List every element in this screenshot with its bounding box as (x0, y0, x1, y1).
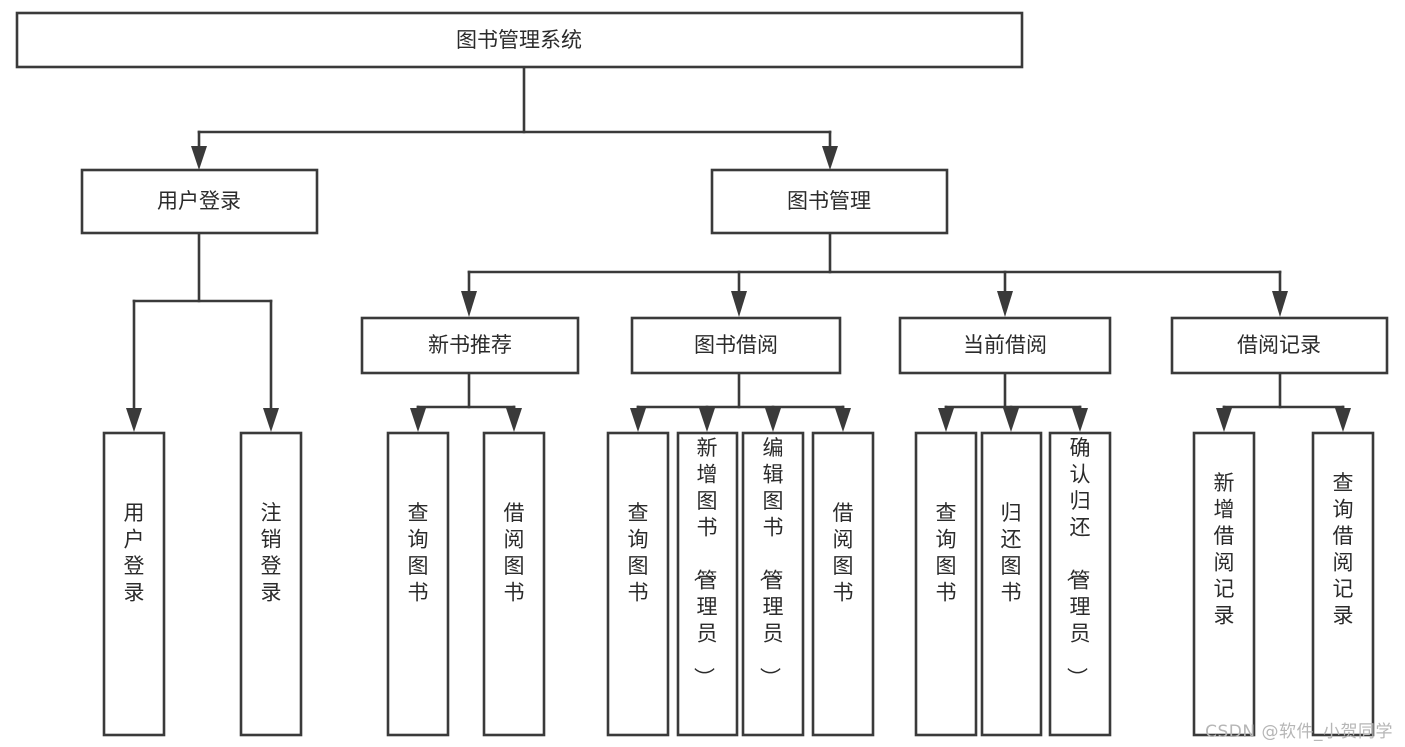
arrowhead-book-manage (822, 146, 838, 170)
node-borrow-record-box[interactable] (1170, 316, 1389, 375)
arrowhead-leaf-query-book-2 (630, 408, 646, 432)
arrowhead-current-borrow (997, 291, 1013, 317)
arrowhead-leaf-borrow-book-1 (506, 408, 522, 432)
arrowhead-leaf-edit-book (765, 408, 781, 432)
node-leaf-query-record-box[interactable] (1311, 431, 1375, 737)
node-user-login-label: 用户登录 (157, 189, 241, 213)
node-leaf-borrow-book-1-label: 借阅图书 (504, 501, 525, 605)
node-leaf-borrow-book-2-box[interactable] (811, 431, 875, 737)
node-leaf-logout-login-box[interactable] (239, 431, 303, 737)
arrowhead-user-login (191, 146, 207, 170)
node-leaf-return-book-box[interactable] (980, 431, 1043, 737)
node-leaf-edit-book[interactable]: 编辑图书（管理员） (741, 431, 805, 737)
node-leaf-add-record-box[interactable] (1192, 431, 1256, 737)
arrowhead-leaf-add-record (1216, 408, 1232, 432)
node-leaf-query-book-3-label: 查询图书 (936, 501, 957, 605)
node-leaf-logout-login[interactable]: 注销登录 (239, 431, 303, 737)
node-leaf-return-book-label: 归还图书 (1001, 501, 1022, 605)
connector-group-book-manage (461, 231, 1288, 317)
arrowhead-new-book-recommend (461, 291, 477, 317)
node-root-label: 图书管理系统 (456, 28, 582, 52)
arrowhead-leaf-logout-login (263, 408, 279, 432)
connector-group-new-book-recommend (410, 371, 522, 432)
node-leaf-query-book-3-box[interactable] (914, 431, 978, 737)
arrowhead-leaf-borrow-book-2 (835, 408, 851, 432)
node-leaf-edit-book-label: 编辑图书（管理员） (758, 436, 784, 688)
node-leaf-query-book-2-label: 查询图书 (628, 501, 649, 605)
node-leaf-query-book-1[interactable]: 查询图书 (386, 431, 450, 737)
connector-group-book-borrow (630, 371, 851, 432)
node-book-manage[interactable]: 图书管理 (710, 168, 949, 235)
node-leaf-add-record[interactable]: 新增借阅记录 (1192, 431, 1256, 737)
arrowhead-borrow-record (1272, 291, 1288, 317)
node-current-borrow-box[interactable] (898, 316, 1112, 375)
node-root[interactable]: 图书管理系统 (15, 11, 1024, 69)
node-leaf-query-book-2-box[interactable] (606, 431, 670, 737)
node-leaf-edit-book-box[interactable] (741, 431, 805, 737)
node-user-login[interactable]: 用户登录 (80, 168, 319, 235)
node-leaf-user-login[interactable]: 用户登录 (102, 431, 166, 737)
node-leaf-user-login-label: 用户登录 (124, 501, 145, 605)
connector-group-root (191, 65, 838, 170)
node-leaf-borrow-book-1[interactable]: 借阅图书 (482, 431, 546, 737)
node-leaf-query-book-3[interactable]: 查询图书 (914, 431, 978, 737)
node-current-borrow-label: 当前借阅 (963, 333, 1047, 357)
arrowhead-leaf-add-book (699, 408, 715, 432)
connector-group-current-borrow (938, 371, 1088, 432)
arrowhead-leaf-return-book (1003, 408, 1019, 432)
node-leaf-logout-login-label: 注销登录 (261, 501, 282, 605)
connector-group-user-login (126, 231, 279, 432)
arrowhead-leaf-user-login (126, 408, 142, 432)
node-new-book-recommend-box[interactable] (360, 316, 580, 375)
node-book-borrow-box[interactable] (630, 316, 842, 375)
node-new-book-recommend-label: 新书推荐 (428, 333, 512, 357)
node-leaf-borrow-book-2-label: 借阅图书 (833, 501, 854, 605)
node-leaf-query-book-1-box[interactable] (386, 431, 450, 737)
node-book-borrow[interactable]: 图书借阅 (630, 316, 842, 375)
node-leaf-return-book[interactable]: 归还图书 (980, 431, 1043, 737)
node-leaf-confirm-return-box[interactable] (1048, 431, 1112, 737)
node-leaf-add-book[interactable]: 新增图书（管理员） (676, 431, 739, 737)
node-leaf-borrow-book-2[interactable]: 借阅图书 (811, 431, 875, 737)
arrowhead-leaf-query-record (1335, 408, 1351, 432)
node-leaf-query-book-2[interactable]: 查询图书 (606, 431, 670, 737)
arrowhead-leaf-query-book-3 (938, 408, 954, 432)
node-borrow-record-label: 借阅记录 (1237, 333, 1321, 357)
node-leaf-add-record-label: 新增借阅记录 (1214, 471, 1235, 628)
node-leaf-query-record[interactable]: 查询借阅记录 (1311, 431, 1375, 737)
node-user-login-box[interactable] (80, 168, 319, 235)
connector-group-borrow-record (1216, 371, 1351, 432)
node-borrow-record[interactable]: 借阅记录 (1170, 316, 1389, 375)
node-leaf-query-record-label: 查询借阅记录 (1333, 471, 1354, 628)
node-book-manage-label: 图书管理 (787, 189, 871, 213)
node-book-manage-box[interactable] (710, 168, 949, 235)
node-leaf-user-login-box[interactable] (102, 431, 166, 737)
arrowhead-leaf-confirm-return (1072, 408, 1088, 432)
node-leaf-add-book-label: 新增图书（管理员） (692, 436, 718, 688)
node-leaf-confirm-return-label: 确认归还（管理员） (1065, 436, 1091, 688)
arrowhead-leaf-query-book-1 (410, 408, 426, 432)
node-new-book-recommend[interactable]: 新书推荐 (360, 316, 580, 375)
node-leaf-confirm-return[interactable]: 确认归还（管理员） (1048, 431, 1112, 737)
node-leaf-query-book-1-label: 查询图书 (408, 501, 429, 605)
node-current-borrow[interactable]: 当前借阅 (898, 316, 1112, 375)
arrowhead-book-borrow (731, 291, 747, 317)
node-leaf-add-book-box[interactable] (676, 431, 739, 737)
node-book-borrow-label: 图书借阅 (694, 333, 778, 357)
node-root-box[interactable] (15, 11, 1024, 69)
node-leaf-borrow-book-1-box[interactable] (482, 431, 546, 737)
